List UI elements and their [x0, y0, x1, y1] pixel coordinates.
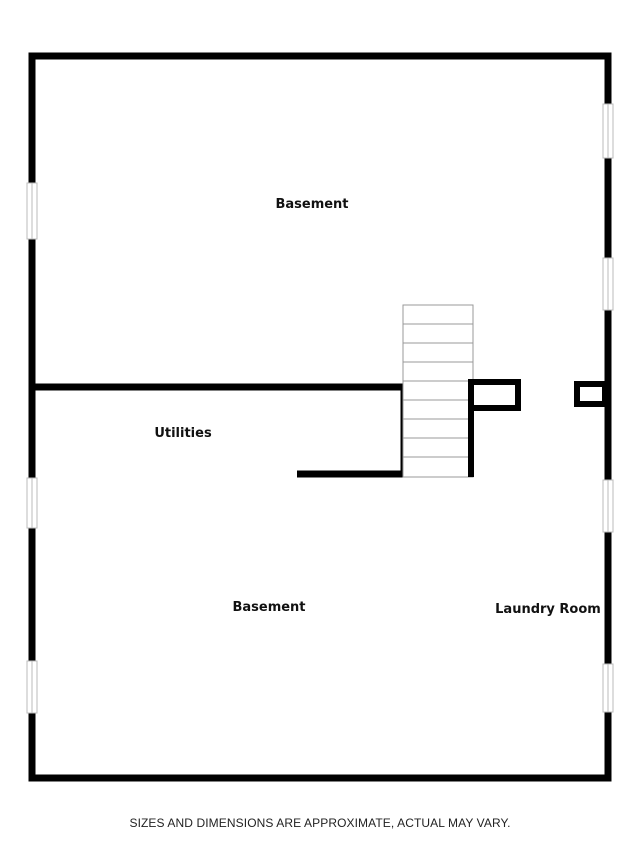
window-right-1 — [602, 103, 614, 159]
room-label-upper-basement: Basement — [275, 197, 348, 212]
staircase — [402, 304, 474, 478]
window-right-2 — [602, 257, 614, 311]
window-left-middle — [26, 477, 38, 529]
stair-side-wall — [468, 379, 521, 477]
room-label-lower-basement: Basement — [232, 600, 305, 615]
wall-stub — [574, 381, 608, 407]
window-right-3 — [602, 479, 614, 533]
utilities-wall — [35, 383, 408, 478]
exterior-wall — [28, 52, 612, 782]
room-label-laundry-room: Laundry Room — [495, 602, 601, 617]
window-left-upper — [26, 182, 38, 240]
window-right-4 — [602, 663, 614, 713]
disclaimer-text: SIZES AND DIMENSIONS ARE APPROXIMATE, AC… — [129, 816, 511, 830]
room-label-utilities: Utilities — [154, 426, 212, 441]
window-left-lower — [26, 660, 38, 714]
